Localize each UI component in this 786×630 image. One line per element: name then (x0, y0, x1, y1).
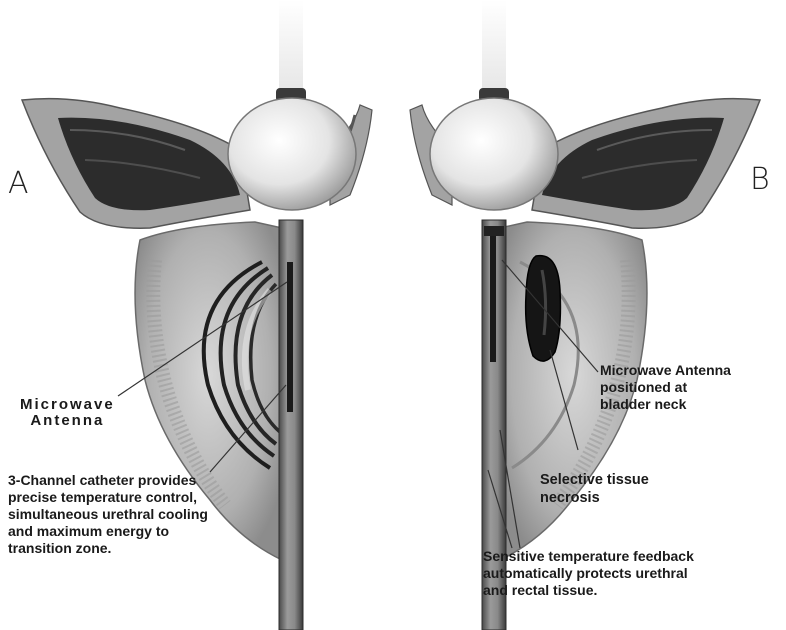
balloon-b (430, 98, 558, 210)
label-line: and rectal tissue. (483, 582, 694, 599)
label-line: Antenna (20, 413, 115, 429)
label-line: simultaneous urethral cooling (8, 506, 208, 523)
label-line: transition zone. (8, 540, 208, 557)
label-microwave-antenna-a: Microwave Antenna (20, 397, 115, 429)
catheter-upper-a (279, 0, 303, 92)
label-line: Microwave Antenna (600, 362, 731, 379)
label-line: positioned at (600, 379, 731, 396)
label-line: and maximum energy to (8, 523, 208, 540)
label-line: automatically protects urethral (483, 565, 694, 582)
catheter-upper-b (482, 0, 506, 92)
antenna-a (287, 262, 293, 412)
label-line: bladder neck (600, 396, 731, 413)
panel-label-a: A (8, 166, 29, 201)
antenna-b (490, 232, 496, 362)
label-selective-necrosis: Selective tissue necrosis (540, 472, 649, 507)
label-line: precise temperature control, (8, 489, 208, 506)
label-line: Sensitive temperature feedback (483, 548, 694, 565)
label-line: 3-Channel catheter provides (8, 472, 208, 489)
balloon-a (228, 98, 356, 210)
label-line: necrosis (540, 490, 649, 508)
label-catheter: 3-Channel catheter provides precise temp… (8, 472, 208, 557)
label-line: Selective tissue (540, 472, 649, 490)
label-microwave-antenna-b: Microwave Antenna positioned at bladder … (600, 362, 731, 413)
label-line: Microwave (20, 397, 115, 413)
label-temperature-feedback: Sensitive temperature feedback automatic… (483, 548, 694, 599)
panel-label-b: B (750, 162, 770, 197)
panel-b (410, 0, 760, 630)
